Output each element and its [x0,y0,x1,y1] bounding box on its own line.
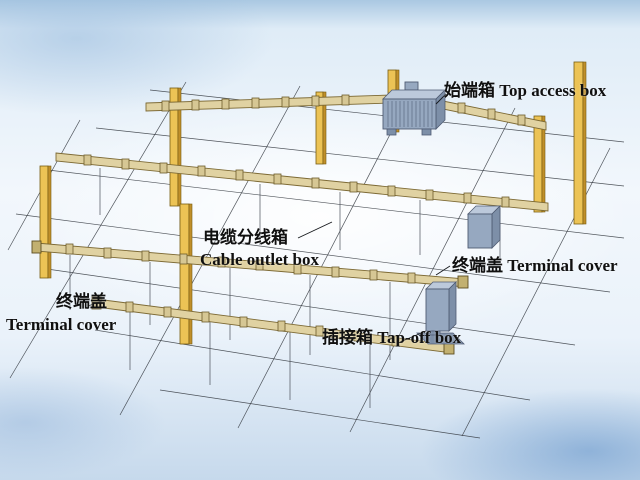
tap-off-box-unit [416,281,465,345]
column [533,115,546,213]
label-top-access-box-en: Top access box [499,81,607,100]
outlet-box-unit [467,205,501,249]
column [169,87,182,207]
busway-runs [31,94,549,355]
terminal-cover-right-end [457,275,469,289]
label-top-access-box: 始端箱 Top access box [444,81,607,101]
label-terminal-cover-left-zh: 终端盖 [56,292,107,311]
hanger-rods [69,168,501,408]
column [315,91,327,165]
top-access-box-unit [382,81,446,136]
leader-terminal-cover-right [435,265,451,276]
label-tap-off-box: 插接箱 Tap-off box [322,328,462,348]
label-terminal-cover-right-en: Terminal cover [507,256,618,275]
busway-top-run [145,94,393,112]
label-tap-off-box-zh: 插接箱 [322,328,373,347]
column [179,203,193,345]
leader-top-access-box [435,93,447,105]
leader-cable-outlet-box [297,221,333,239]
label-cable-outlet-box-en: Cable outlet box [200,250,319,269]
clamps-second-run [83,154,510,208]
clamps-top-run [161,94,526,126]
column [39,165,52,279]
clamps-middle-run [65,243,416,284]
label-terminal-cover-left-en: Terminal cover [6,315,117,334]
label-tap-off-box-en: Tap-off box [377,328,462,347]
leader-lines [87,93,451,343]
label-terminal-cover-right: 终端盖 Terminal cover [452,256,618,276]
label-cable-outlet-box-zh: 电缆分线箱 [203,228,288,247]
leader-tap-off-box [399,330,427,343]
label-top-access-box-zh: 始端箱 [444,81,495,100]
leader-terminal-cover-left [87,300,103,307]
clamps-bottom-run [125,301,400,347]
terminal-cover-left-end [31,240,42,254]
label-terminal-cover-right-zh: 终端盖 [452,256,503,275]
column [573,61,587,225]
busway-second-run [55,152,549,212]
